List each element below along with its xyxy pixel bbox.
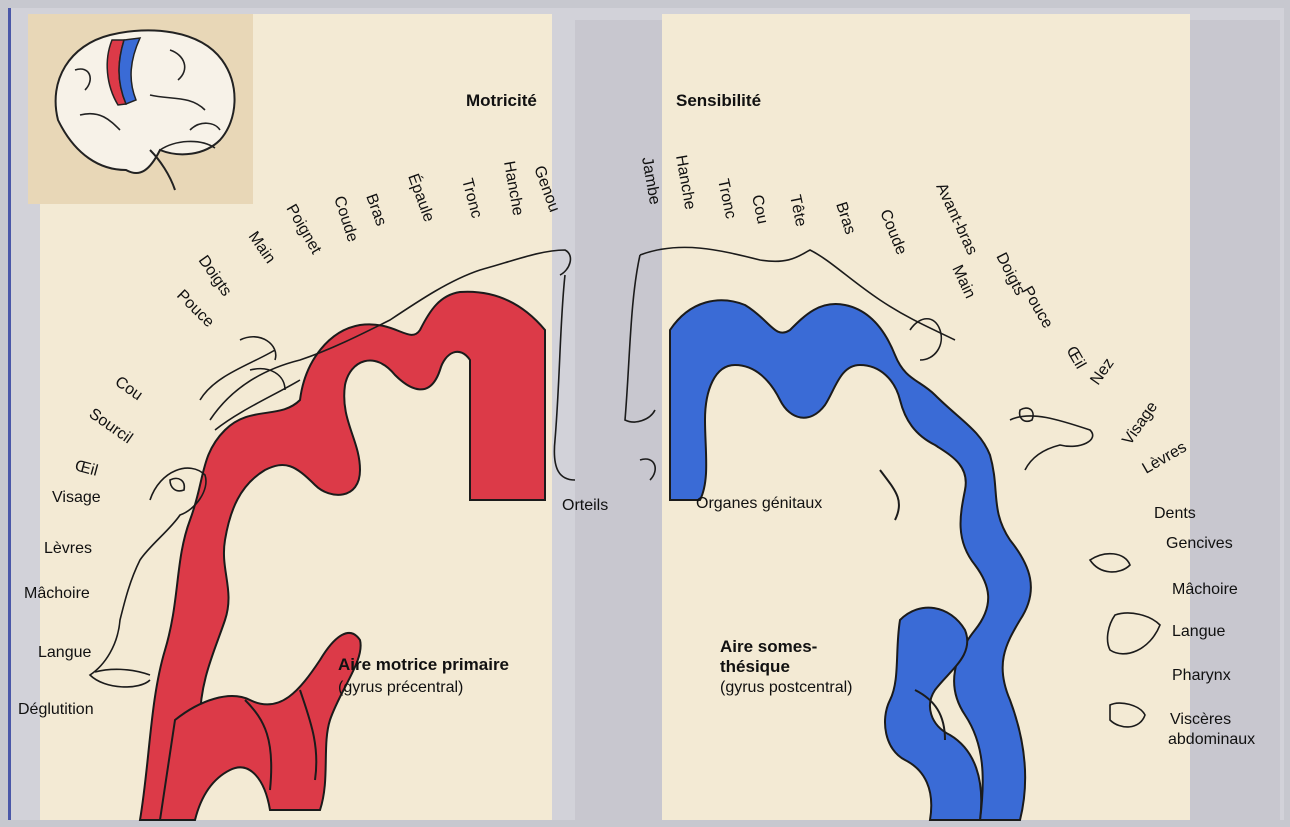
sensory-title: Sensibilité <box>676 91 761 110</box>
sensory-area-subtitle: (gyrus postcentral) <box>720 679 853 696</box>
sensory-label-machoire: Mâchoire <box>1172 581 1238 598</box>
sensory-label-langue: Langue <box>1172 623 1225 640</box>
motor-label-levres: Lèvres <box>44 540 92 557</box>
sensory-label-abdominaux: abdominaux <box>1168 731 1255 748</box>
sensory-area-title-line2: thésique <box>720 657 790 676</box>
sensory-area-title-line1: Aire somes- <box>720 637 817 656</box>
page-left-edge <box>8 8 11 820</box>
sensory-label-organes-genitaux: Organes génitaux <box>696 495 822 512</box>
sensory-label-pharynx: Pharynx <box>1172 667 1231 684</box>
motor-label-langue: Langue <box>38 644 91 661</box>
motor-title: Motricité <box>466 91 537 110</box>
sensory-label-dents: Dents <box>1154 505 1196 522</box>
sensory-label-visceres: Viscères <box>1170 711 1231 728</box>
motor-label-visage: Visage <box>52 489 101 506</box>
motor-label-orteils: Orteils <box>562 497 608 514</box>
motor-label-machoire: Mâchoire <box>24 585 90 602</box>
sensory-label-gencives: Gencives <box>1166 535 1233 552</box>
motor-label-deglutition: Déglutition <box>18 701 94 718</box>
motor-area-title: Aire motrice primaire <box>338 655 509 674</box>
motor-area-subtitle: (gyrus précentral) <box>338 679 463 696</box>
